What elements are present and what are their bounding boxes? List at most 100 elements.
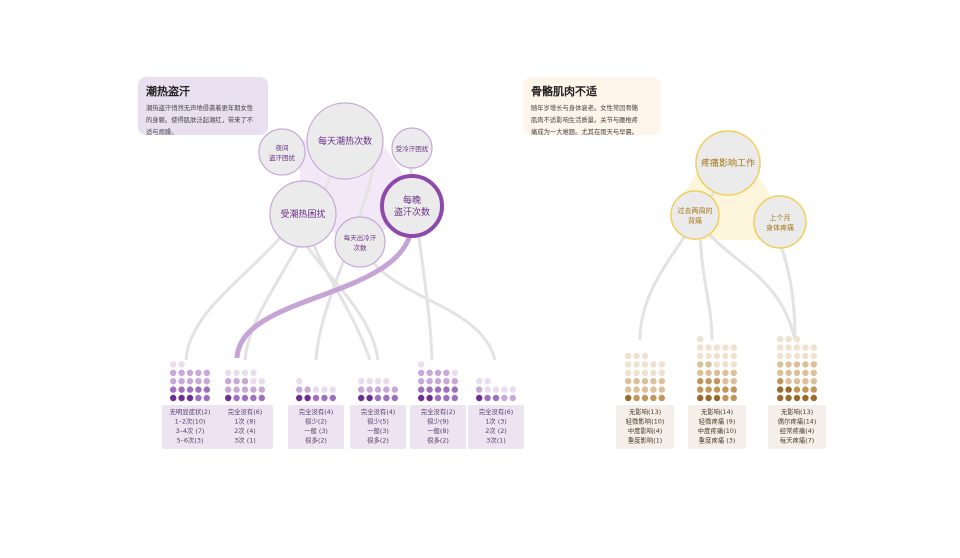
response-dot bbox=[722, 386, 729, 393]
response-dot bbox=[730, 344, 737, 351]
response-dot bbox=[170, 378, 177, 385]
response-dot bbox=[426, 369, 433, 376]
musculoskeletal-description-2: 肌肉不适影响生活质量。关节与腰椎疼 bbox=[531, 117, 639, 124]
response-dot bbox=[296, 386, 303, 393]
response-dot bbox=[625, 394, 632, 402]
response-dot bbox=[366, 394, 373, 402]
response-dot bbox=[296, 378, 303, 385]
response-dot bbox=[418, 386, 425, 393]
response-dot bbox=[777, 352, 784, 360]
legend-box bbox=[468, 405, 524, 449]
response-dot bbox=[170, 394, 177, 402]
response-dot bbox=[713, 386, 721, 393]
response-dot bbox=[722, 369, 729, 376]
response-dot bbox=[418, 369, 425, 376]
response-dot bbox=[358, 394, 365, 402]
response-dot bbox=[697, 378, 704, 385]
hot-flash-bubble-2[interactable]: 受冷汗困扰 bbox=[391, 127, 433, 169]
response-dot bbox=[633, 394, 640, 402]
legend-box bbox=[162, 405, 218, 449]
response-dot bbox=[777, 378, 784, 385]
response-dot bbox=[810, 394, 817, 402]
response-dot bbox=[713, 352, 721, 360]
response-dot bbox=[451, 369, 458, 376]
legend-label: 轻微影响(10) bbox=[626, 417, 665, 426]
response-dot bbox=[225, 369, 232, 376]
response-dot bbox=[793, 369, 801, 376]
response-dot bbox=[722, 361, 729, 368]
response-dot bbox=[178, 369, 185, 376]
hot-flash-bubble-3[interactable]: 受潮热困扰 bbox=[269, 180, 337, 248]
hot-flash-group-1: 完全没有(6)1次 (8)2次 (4)3次 (1) bbox=[217, 369, 273, 449]
response-dot bbox=[697, 344, 704, 351]
response-dot bbox=[443, 386, 450, 393]
response-dot bbox=[509, 386, 516, 393]
response-dot bbox=[802, 361, 809, 368]
response-dot bbox=[170, 386, 177, 393]
response-dot bbox=[633, 352, 640, 360]
response-dot bbox=[793, 336, 801, 343]
legend-label: 一般(8) bbox=[427, 426, 449, 435]
response-dot bbox=[625, 386, 632, 393]
response-dot bbox=[501, 386, 508, 393]
response-dot bbox=[697, 369, 704, 376]
response-dot bbox=[476, 394, 483, 402]
response-dot bbox=[793, 361, 801, 368]
response-dot bbox=[641, 361, 649, 368]
hot-flash-description-3: 适与烦躁。 bbox=[146, 129, 178, 136]
response-dot bbox=[195, 369, 202, 376]
response-dot bbox=[509, 394, 516, 402]
response-dot bbox=[374, 394, 382, 402]
legend-label: 重度疼痛 (3) bbox=[699, 436, 736, 445]
response-dot bbox=[170, 369, 177, 376]
response-dot bbox=[793, 344, 801, 351]
response-dot bbox=[434, 378, 442, 385]
response-dot bbox=[203, 394, 210, 402]
response-dot bbox=[802, 378, 809, 385]
response-dot bbox=[705, 394, 712, 402]
response-dot bbox=[705, 344, 712, 351]
response-dot bbox=[304, 394, 311, 402]
response-dot bbox=[777, 336, 784, 343]
bubble-label: 盗汗困扰 bbox=[269, 153, 296, 162]
legend-label: 3次(1) bbox=[486, 436, 506, 445]
response-dot bbox=[625, 352, 632, 360]
legend-label: 1次 (8) bbox=[234, 417, 256, 426]
pain-group-0: 无影响(13)轻微影响(10)中度影响(4)重度影响(1) bbox=[616, 352, 674, 449]
response-dot bbox=[241, 386, 249, 393]
response-dot bbox=[777, 361, 784, 368]
response-dot bbox=[641, 352, 649, 360]
response-dot bbox=[391, 386, 398, 393]
legend-label: 5–6次(3) bbox=[177, 436, 204, 445]
response-dot bbox=[802, 352, 809, 360]
response-dot bbox=[641, 386, 649, 393]
response-dot bbox=[722, 344, 729, 351]
response-dot bbox=[658, 361, 665, 368]
legend-label: 无影响(13) bbox=[629, 407, 661, 416]
response-dot bbox=[225, 378, 232, 385]
bubble-circle bbox=[753, 195, 807, 249]
response-dot bbox=[492, 394, 500, 402]
response-dot bbox=[785, 378, 792, 385]
response-dot bbox=[777, 344, 784, 351]
response-dot bbox=[625, 361, 632, 368]
pain-bubble-0[interactable]: 疼痛影响工作 bbox=[695, 130, 761, 196]
response-dot bbox=[802, 386, 809, 393]
response-dot bbox=[785, 361, 792, 368]
bubble-label: 夜间 bbox=[276, 143, 289, 152]
response-dot bbox=[802, 344, 809, 351]
pain-group-1: 无影响(14)轻微疼痛 (9)中度疼痛(10)重度疼痛 (3) bbox=[688, 336, 746, 449]
legend-label: 很多(2) bbox=[367, 436, 389, 445]
bubble-circle bbox=[391, 127, 433, 169]
legend-label: 中度影响(4) bbox=[628, 426, 663, 435]
response-dot bbox=[366, 386, 373, 393]
legend-label: 完全没有(4) bbox=[299, 407, 334, 416]
bubble-label: 身体疼痛 bbox=[766, 223, 794, 232]
hot-flash-bubble-1[interactable]: 每天潮热次数 bbox=[306, 102, 384, 180]
